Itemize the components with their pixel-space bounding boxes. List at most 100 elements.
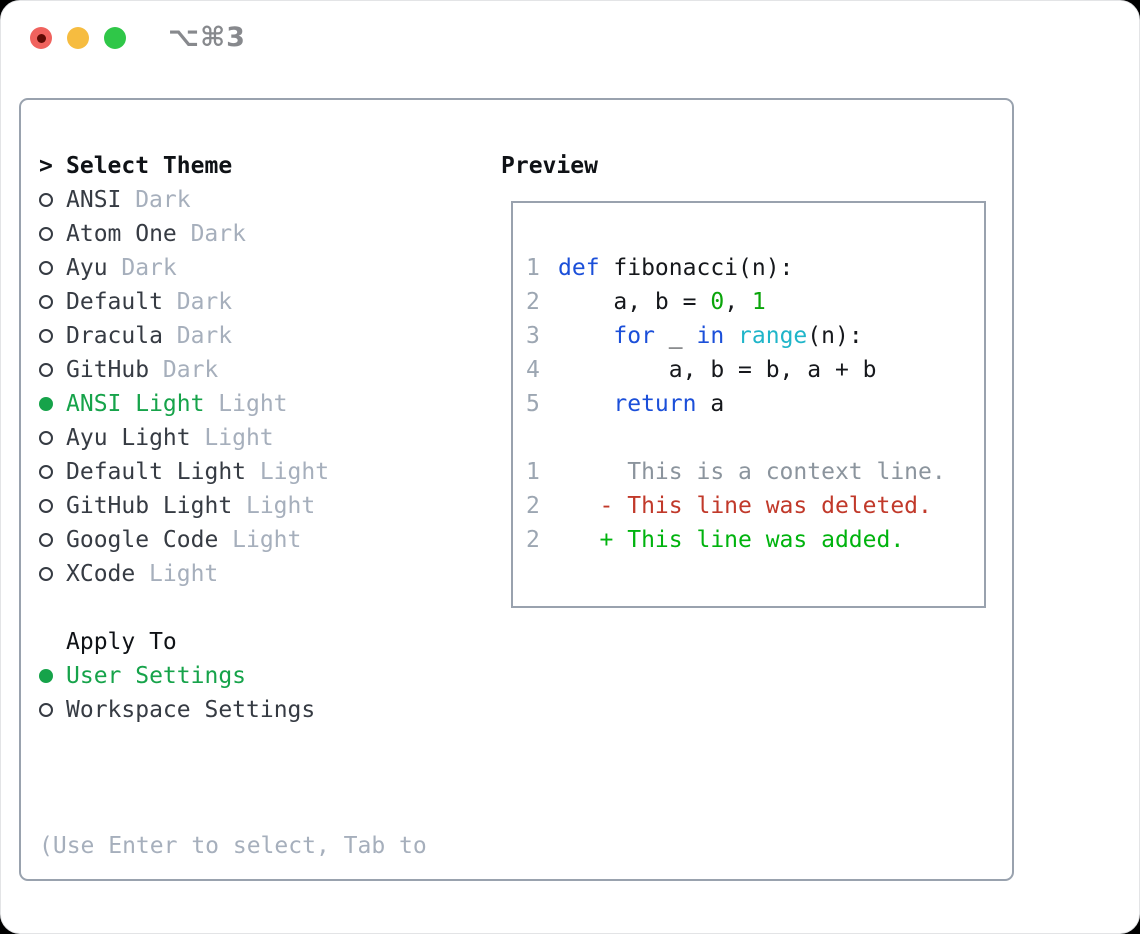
theme-option-label: Ayu Light — [66, 425, 191, 451]
theme-variant-badge: Dark — [162, 357, 219, 383]
code-line: 5 return a — [526, 387, 984, 421]
code-preview: 1 def fibonacci(n): 2 a, b = 0, 1 3 for … — [526, 251, 984, 557]
traffic-lights — [30, 27, 126, 49]
code-line — [526, 421, 984, 455]
line-number: 2 — [526, 527, 540, 553]
theme-option-label: Default — [66, 289, 163, 315]
theme-option-label: ANSI Light — [66, 391, 205, 417]
zoom-button[interactable] — [104, 27, 126, 49]
theme-option[interactable]: Default Dark — [39, 285, 427, 319]
radio-icon — [39, 363, 53, 377]
code-line: 2 - This line was deleted. — [526, 489, 984, 523]
titlebar: ⌥⌘3 — [1, 1, 1139, 75]
radio-icon — [39, 703, 53, 717]
apply-option[interactable]: Workspace Settings — [39, 693, 427, 727]
theme-variant-badge: Dark — [176, 289, 233, 315]
code-line: 2 a, b = 0, 1 — [526, 285, 984, 319]
theme-dialog: > Select Theme ANSI Dark Atom One Dark A… — [19, 98, 1014, 881]
line-content: This is a context line. — [558, 459, 946, 485]
radio-icon — [39, 227, 53, 241]
theme-option[interactable]: GitHub Light Light — [39, 489, 427, 523]
theme-option-label: Atom One — [66, 221, 177, 247]
theme-list-section: > Select Theme ANSI Dark Atom One Dark A… — [39, 149, 427, 933]
theme-variant-badge: Light — [259, 459, 330, 485]
radio-icon — [39, 329, 53, 343]
theme-option[interactable]: Dracula Dark — [39, 319, 427, 353]
radio-icon — [39, 261, 53, 275]
apply-option[interactable]: User Settings — [39, 659, 427, 693]
line-content: a, b = b, a + b — [558, 357, 877, 383]
line-content: a, b = 0, 1 — [558, 289, 766, 315]
radio-icon — [39, 295, 53, 309]
spacer — [39, 591, 427, 625]
theme-variant-badge: Dark — [135, 187, 191, 213]
radio-icon — [39, 431, 53, 445]
select-theme-header: > Select Theme — [39, 149, 427, 183]
line-content: return a — [613, 391, 725, 417]
theme-option-label: XCode — [66, 561, 136, 587]
apply-to-header: Apply To — [39, 625, 427, 659]
code-line: 1 This is a context line. — [526, 455, 984, 489]
line-content: def fibonacci(n): — [558, 255, 794, 281]
line-content: for _ in range(n): — [613, 323, 863, 349]
theme-list: ANSI Dark Atom One Dark Ayu Dark Default… — [39, 183, 427, 591]
code-line: 1 def fibonacci(n): — [526, 251, 984, 285]
record-dot-icon — [36, 33, 46, 43]
radio-icon — [39, 533, 53, 547]
theme-variant-badge: Light — [232, 527, 302, 553]
theme-variant-badge: Dark — [176, 323, 233, 349]
minimize-button[interactable] — [67, 27, 89, 49]
theme-option[interactable]: ANSI Dark — [39, 183, 427, 217]
line-content: - This line was deleted. — [558, 493, 932, 519]
theme-option[interactable]: Google Code Light — [39, 523, 427, 557]
select-theme-title: Select Theme — [66, 153, 233, 179]
theme-option-label: Ayu — [66, 255, 108, 281]
theme-option-label: Google Code — [66, 527, 219, 553]
spacer — [39, 727, 427, 761]
theme-variant-badge: Light — [204, 425, 274, 451]
line-content: + This line was added. — [558, 527, 905, 553]
line-number: 5 — [526, 391, 540, 417]
theme-option[interactable]: Ayu Light Light — [39, 421, 427, 455]
help-text: (Use Enter to select, Tab to change focu… — [39, 761, 427, 933]
line-number: 4 — [526, 357, 540, 383]
cursor-icon: > — [39, 153, 53, 179]
radio-icon — [39, 397, 53, 411]
apply-option-label: Workspace Settings — [66, 697, 316, 723]
code-line: 3 for _ in range(n): — [526, 319, 984, 353]
radio-icon — [39, 465, 53, 479]
theme-variant-badge: Dark — [121, 255, 177, 281]
theme-option-label: Default Light — [66, 459, 247, 485]
theme-option-label: GitHub — [66, 357, 150, 383]
line-number: 1 — [526, 255, 540, 281]
radio-icon — [39, 567, 53, 581]
theme-variant-badge: Dark — [190, 221, 246, 247]
theme-variant-badge: Light — [149, 561, 219, 587]
theme-option-label: Dracula — [66, 323, 163, 349]
line-number: 1 — [526, 459, 540, 485]
theme-option[interactable]: GitHub Dark — [39, 353, 427, 387]
preview-pane: 1 def fibonacci(n): 2 a, b = 0, 1 3 for … — [511, 201, 986, 608]
theme-variant-badge: Light — [245, 493, 316, 519]
apply-to-title: Apply To — [66, 629, 177, 655]
help-line-1: (Use Enter to select, Tab to — [39, 833, 427, 859]
apply-option-label: User Settings — [66, 663, 247, 689]
theme-option[interactable]: Ayu Dark — [39, 251, 427, 285]
code-line: 4 a, b = b, a + b — [526, 353, 984, 387]
apply-options-list: User Settings Workspace Settings — [39, 659, 427, 727]
theme-option[interactable]: Default Light Light — [39, 455, 427, 489]
preview-title: Preview — [501, 153, 598, 179]
radio-icon — [39, 193, 53, 207]
radio-icon — [39, 499, 53, 513]
radio-icon — [39, 669, 53, 683]
line-number: 2 — [526, 493, 540, 519]
theme-variant-badge: Light — [218, 391, 288, 417]
theme-option[interactable]: ANSI Light Light — [39, 387, 427, 421]
theme-option[interactable]: XCode Light — [39, 557, 427, 591]
theme-option-label: ANSI — [66, 187, 122, 213]
theme-option[interactable]: Atom One Dark — [39, 217, 427, 251]
window-title: ⌥⌘3 — [168, 22, 246, 53]
close-button[interactable] — [30, 27, 52, 49]
line-number: 3 — [526, 323, 540, 349]
